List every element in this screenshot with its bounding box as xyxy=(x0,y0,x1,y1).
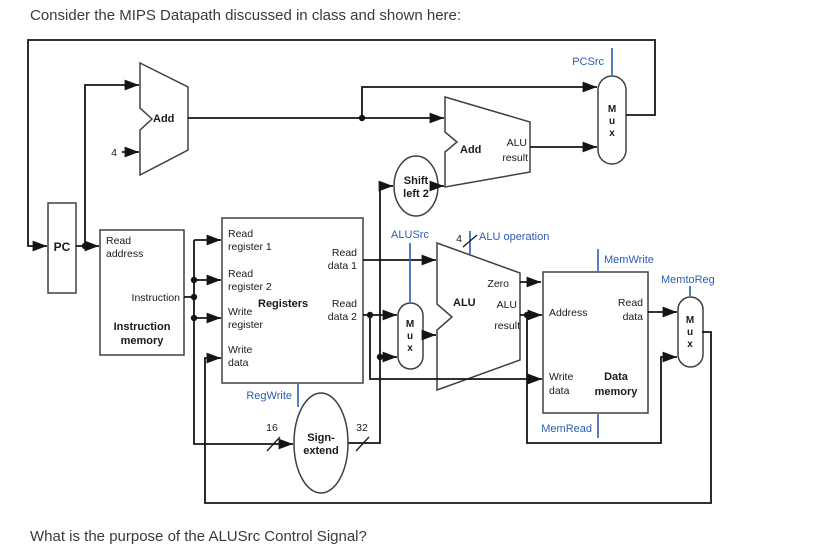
branch-adder-result-label2: result xyxy=(502,152,528,164)
instruction-memory: Read address Instruction Instruction mem… xyxy=(99,229,185,356)
bit-width-marks: 16 32 xyxy=(266,422,370,452)
wire-pcsrc-mux-to-pc xyxy=(27,39,656,252)
sign-extend-label2: extend xyxy=(303,445,338,457)
alusrc-control-label: ALUSrc xyxy=(391,229,429,241)
shift-label: Shift xyxy=(404,175,429,187)
sign-extend-label: Sign- xyxy=(307,432,335,444)
alusrc-mux-label2: u xyxy=(407,331,413,342)
wires xyxy=(27,39,712,504)
junction-signextend-out xyxy=(376,353,384,361)
alusrc-mux-label3: x xyxy=(407,343,413,354)
aluop-width-label: 4 xyxy=(456,233,462,245)
branch-adder-result-label: ALU xyxy=(507,137,527,149)
pc-register: PC xyxy=(47,202,77,294)
dm-write-data-port: Write xyxy=(549,371,573,383)
wire-memtoreg-mux-to-writedata xyxy=(204,331,712,504)
wire-alu-result-to-memtoreg-mux xyxy=(526,315,677,444)
junction-bus-readreg2 xyxy=(190,276,198,284)
memtoreg-mux-label: M xyxy=(686,315,694,326)
signextend-input-bits: 16 xyxy=(266,422,278,434)
junction-pcplus4 xyxy=(358,114,366,122)
alu-zero-port: Zero xyxy=(487,278,509,290)
reg-read-reg2-2: register 2 xyxy=(228,281,272,293)
data-memory: Address Read data Write data Data memory xyxy=(542,271,649,414)
memtoreg-mux: M u x xyxy=(677,296,704,368)
page-title: Consider the MIPS Datapath discussed in … xyxy=(30,7,462,24)
reg-read-data2: Read xyxy=(332,298,357,310)
pcsrc-control-label: PCSrc xyxy=(572,56,604,68)
memtoreg-control-label: MemtoReg xyxy=(661,274,715,286)
reg-write-data-2: data xyxy=(228,357,249,369)
junction-bus-instruction xyxy=(190,293,198,301)
signextend-output-slash xyxy=(355,436,370,452)
dm-address-port: Address xyxy=(549,307,588,319)
regwrite-control-label: RegWrite xyxy=(246,390,292,402)
pcsrc-mux: M u x xyxy=(597,75,627,165)
wire-pc-to-adder xyxy=(84,79,139,246)
alu-result-port: ALU xyxy=(497,299,517,311)
register-file: Read register 1 Read register 2 Write re… xyxy=(221,217,364,384)
branch-adder: Add ALU result xyxy=(444,95,531,188)
dm-read-data-port2: data xyxy=(623,311,644,323)
wire-junction-dots xyxy=(81,114,531,361)
memwrite-control-label: MemWrite xyxy=(604,254,654,266)
reg-read-data2-2: data 2 xyxy=(328,311,357,323)
im-read-address-label2: address xyxy=(106,248,143,260)
dm-name2: memory xyxy=(595,386,639,398)
alu: ALU Zero ALU result xyxy=(436,241,521,392)
junction-alu-result xyxy=(523,311,531,319)
reg-read-data1: Read xyxy=(332,247,357,259)
dm-name: Data xyxy=(604,371,629,383)
alusrc-mux: M u x xyxy=(397,302,424,370)
pc-adder: Add xyxy=(139,61,189,177)
junction-bus-writereg xyxy=(190,314,198,322)
reg-write-reg-2: register xyxy=(228,319,264,331)
memread-control-label: MemRead xyxy=(541,423,592,435)
aluop-width-slash xyxy=(462,234,478,248)
shift-left-2: Shift left 2 xyxy=(393,155,439,217)
reg-read-data1-2: data 1 xyxy=(328,260,357,272)
reg-read-reg2: Read xyxy=(228,268,253,280)
pcsrc-mux-label: M xyxy=(608,104,616,115)
im-name2: memory xyxy=(121,335,165,347)
wire-instruction-bus-to-signextend xyxy=(193,240,293,450)
branch-adder-label: Add xyxy=(460,144,481,156)
reg-read-reg1-2: register 1 xyxy=(228,241,272,253)
reg-read-reg1: Read xyxy=(228,228,253,240)
junction-readdata2 xyxy=(366,311,374,319)
question-text: What is the purpose of the ALUSrc Contro… xyxy=(30,528,367,545)
reg-write-data: Write xyxy=(228,344,252,356)
memtoreg-mux-label3: x xyxy=(687,339,693,350)
wire-readdata2-to-datamem xyxy=(369,315,542,385)
reg-write-reg: Write xyxy=(228,306,252,318)
pcsrc-mux-label3: x xyxy=(609,128,615,139)
reg-name: Registers xyxy=(258,298,308,310)
pc-increment-constant: 4 xyxy=(111,147,117,159)
aluop-control-label: ALU operation xyxy=(479,231,549,243)
shift-label2: left 2 xyxy=(403,188,429,200)
pc-adder-label: Add xyxy=(153,113,174,125)
pc-label: PC xyxy=(54,240,71,254)
sign-extend: Sign- extend xyxy=(293,392,349,494)
memtoreg-mux-label2: u xyxy=(687,327,693,338)
im-read-address-label: Read xyxy=(106,235,131,247)
dm-read-data-port: Read xyxy=(618,297,643,309)
junction-pc-out xyxy=(81,242,89,250)
wire-pcplus4-to-pcsrc-mux xyxy=(361,81,597,118)
alu-name: ALU xyxy=(453,297,476,309)
alusrc-mux-label: M xyxy=(406,319,414,330)
alu-result-port2: result xyxy=(494,320,520,332)
signextend-output-bits: 32 xyxy=(356,422,368,434)
pcsrc-mux-label2: u xyxy=(609,116,615,127)
im-instruction-port: Instruction xyxy=(132,292,181,304)
signextend-input-slash xyxy=(266,436,281,452)
im-name: Instruction xyxy=(114,321,171,333)
control-signals: PCSrc RegWrite ALUSrc 4 ALU operation Me… xyxy=(246,48,715,438)
dm-write-data-port2: data xyxy=(549,385,570,397)
